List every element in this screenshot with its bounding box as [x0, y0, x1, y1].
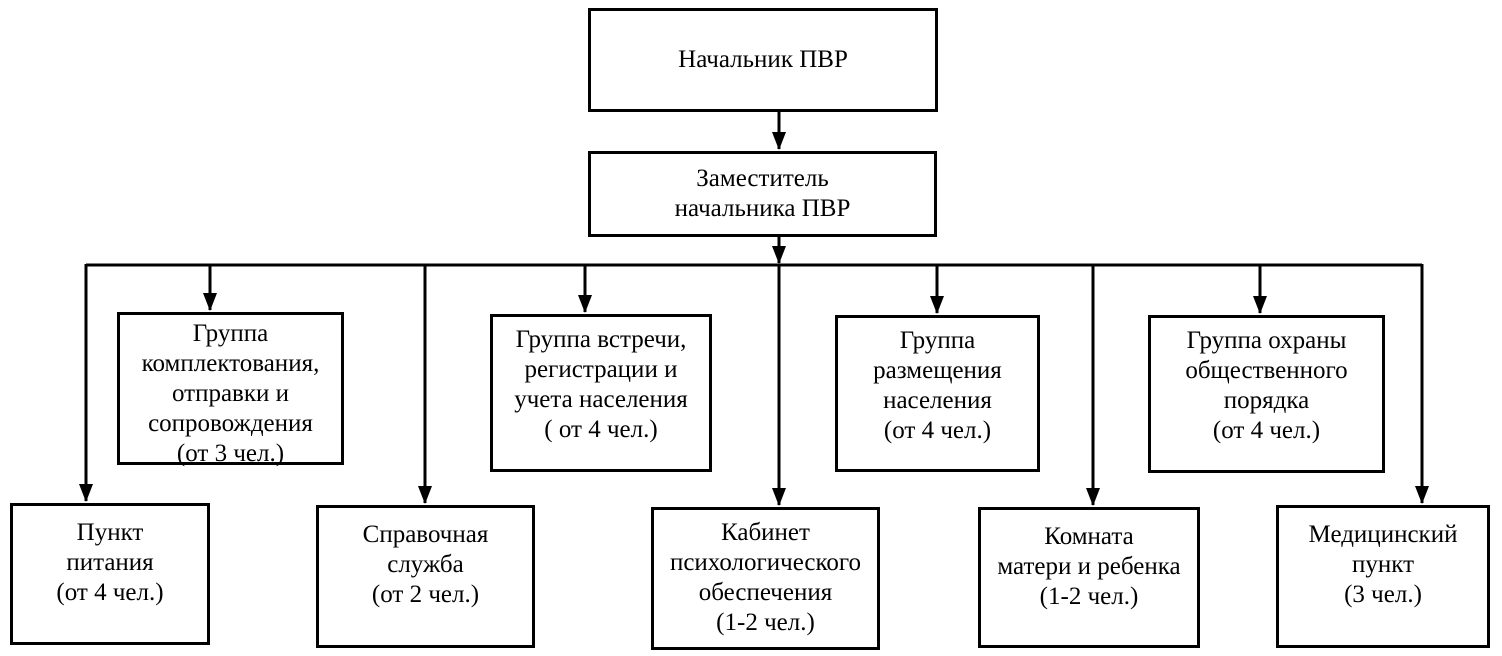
- node-mother-child-room-label: Комната матери и ребенка (1-2 чел.): [997, 523, 1181, 610]
- node-group-security: Группа охраны общественного порядка (от …: [1148, 315, 1385, 473]
- node-psych-office: Кабинет психологического обеспечения (1-…: [651, 507, 880, 650]
- node-chief: Начальник ПВР: [588, 8, 938, 112]
- node-medical-point-label: Медицинский пункт (3 чел.): [1308, 521, 1458, 608]
- node-deputy: Заместитель начальника ПВР: [588, 151, 937, 237]
- node-food-point: Пункт питания (от 4 чел.): [10, 503, 210, 645]
- node-group-accommodation: Группа размещения населения (от 4 чел.): [835, 315, 1040, 472]
- node-group-staffing: Группа комплектования, отправки и сопров…: [117, 312, 344, 467]
- node-food-point-label: Пункт питания (от 4 чел.): [56, 519, 164, 606]
- node-medical-point: Медицинский пункт (3 чел.): [1276, 505, 1490, 648]
- node-deputy-label: Заместитель начальника ПВР: [674, 165, 851, 222]
- node-chief-label: Начальник ПВР: [678, 46, 848, 73]
- node-info-service-label: Справочная служба (от 2 чел.): [362, 521, 489, 608]
- node-group-meeting: Группа встречи, регистрации и учета насе…: [490, 314, 712, 472]
- node-psych-office-label: Кабинет психологического обеспечения (1-…: [669, 519, 862, 636]
- node-group-staffing-label: Группа комплектования, отправки и сопров…: [141, 320, 320, 467]
- node-group-accommodation-label: Группа размещения населения (от 4 чел.): [873, 327, 1002, 444]
- node-group-security-label: Группа охраны общественного порядка (от …: [1185, 327, 1348, 444]
- node-mother-child-room: Комната матери и ребенка (1-2 чел.): [978, 507, 1200, 648]
- node-group-meeting-label: Группа встречи, регистрации и учета насе…: [514, 326, 688, 443]
- node-info-service: Справочная служба (от 2 чел.): [316, 505, 535, 648]
